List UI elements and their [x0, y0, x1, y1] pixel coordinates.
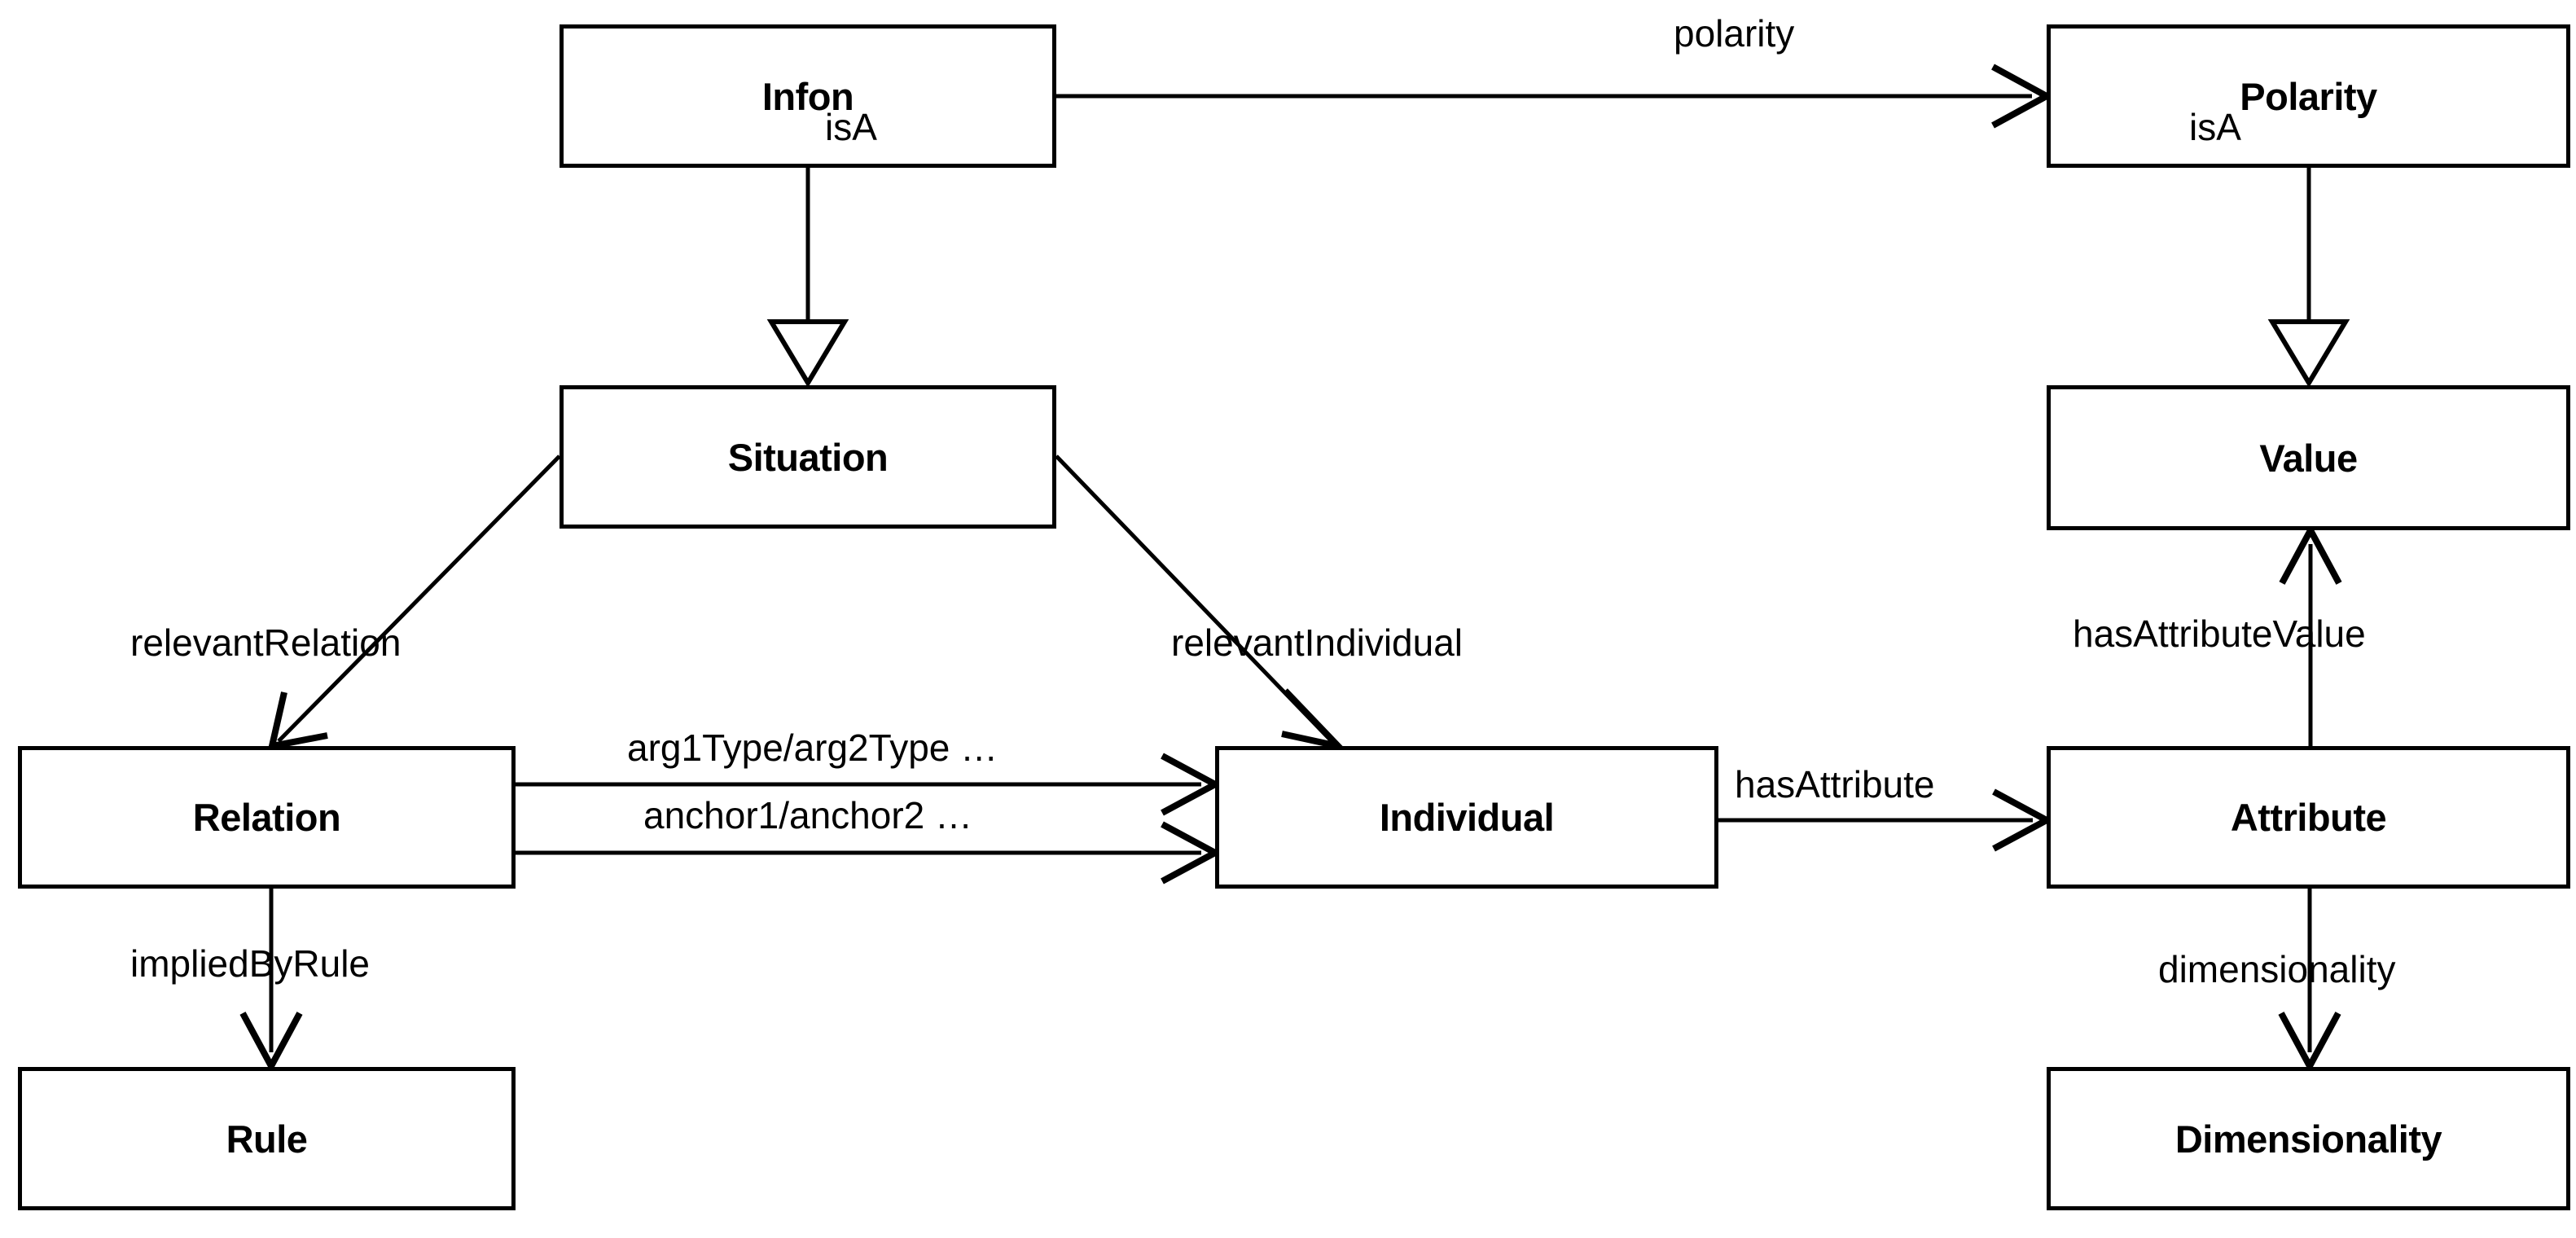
- edge-label-polarity: polarity: [1674, 12, 1795, 55]
- edge-infon-polarity: [1056, 64, 2054, 129]
- edge-label-isa-infon-situation: isA: [825, 106, 877, 148]
- edge-attribute-value: [2279, 523, 2342, 746]
- node-attribute[interactable]: Attribute: [2047, 746, 2570, 889]
- edge-label-relevant-relation: relevantRelation: [130, 621, 402, 664]
- node-label-rule: Rule: [226, 1117, 308, 1161]
- node-polarity[interactable]: Polarity: [2047, 24, 2570, 168]
- edge-situation-individual: [1055, 454, 1348, 752]
- edge-label-has-attribute: hasAttribute: [1735, 763, 1935, 806]
- node-label-value: Value: [2259, 436, 2358, 480]
- node-dimensionality[interactable]: Dimensionality: [2047, 1067, 2570, 1210]
- edge-infon-situation: [766, 168, 849, 388]
- node-infon[interactable]: Infon: [560, 24, 1056, 168]
- edge-label-arg-types: arg1Type/arg2Type …: [627, 727, 998, 769]
- node-label-individual: Individual: [1379, 796, 1555, 839]
- edge-label-dimensionality: dimensionality: [2158, 948, 2396, 990]
- edge-situation-relation: [267, 454, 561, 751]
- edge-polarity-value: [2267, 168, 2350, 388]
- node-label-relation: Relation: [192, 796, 341, 839]
- edge-label-has-attribute-value: hasAttributeValue: [2073, 612, 2366, 655]
- node-rule[interactable]: Rule: [18, 1067, 516, 1210]
- node-label-situation: Situation: [727, 435, 889, 479]
- node-value[interactable]: Value: [2047, 385, 2570, 530]
- edge-label-relevant-individual: relevantIndividual: [1171, 621, 1464, 664]
- node-label-attribute: Attribute: [2230, 796, 2387, 839]
- edge-label-anchors: anchor1/anchor2 …: [643, 794, 973, 836]
- node-situation[interactable]: Situation: [560, 385, 1056, 529]
- edge-label-isa-polarity-value: isA: [2189, 106, 2241, 148]
- edge-relation-rule: [239, 889, 303, 1073]
- node-label-dimensionality: Dimensionality: [2174, 1117, 2442, 1161]
- node-label-polarity: Polarity: [2240, 74, 2377, 118]
- edge-label-implied-by-rule: impliedByRule: [130, 942, 371, 985]
- edge-attribute-dimensionality: [2278, 889, 2341, 1073]
- node-relation[interactable]: Relation: [18, 746, 516, 889]
- node-label-infon: Infon: [761, 74, 854, 118]
- node-individual[interactable]: Individual: [1215, 746, 1718, 889]
